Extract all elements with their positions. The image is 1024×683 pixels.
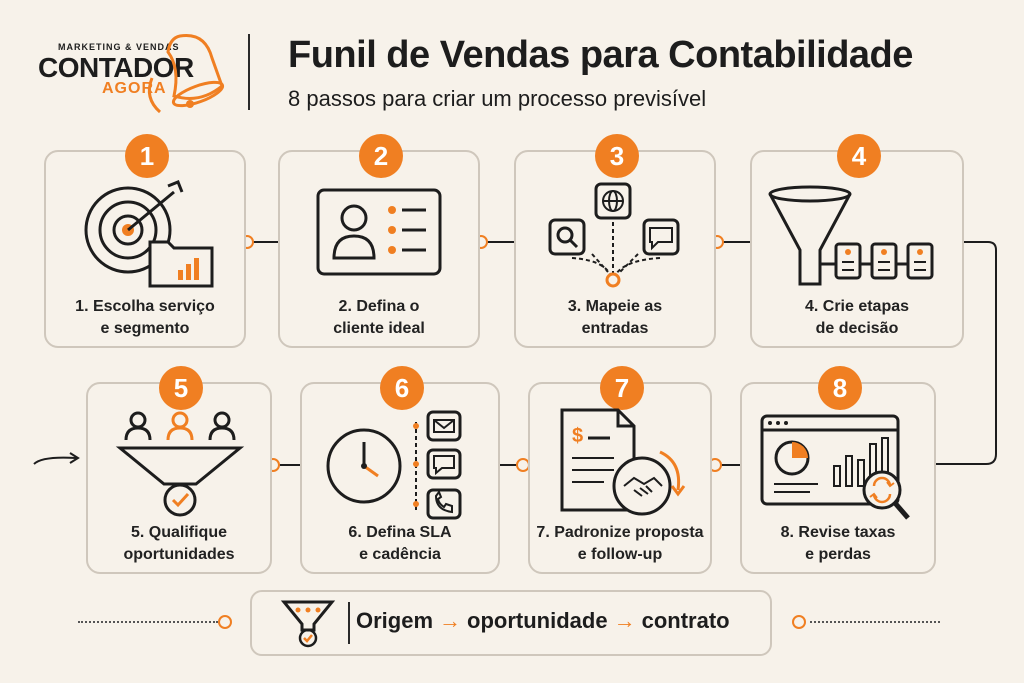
step-card-1: 1 1. Escolha serviço e segmento bbox=[44, 134, 246, 348]
logo-wordmark: CONTADOR bbox=[38, 52, 194, 83]
connector bbox=[716, 241, 750, 243]
flow-opportunity: oportunidade bbox=[467, 608, 608, 633]
step-badge: 2 bbox=[359, 134, 403, 178]
flow-arrow: → bbox=[439, 608, 462, 633]
connector-dot bbox=[792, 615, 806, 629]
summary-flow: Origem→oportunidade→contrato bbox=[356, 608, 730, 634]
proposal-handshake-icon: $ bbox=[560, 408, 686, 516]
step-card-3: 3 3. Mapeie as entradas bbox=[514, 134, 716, 348]
step-card-4: 4 4. Crie etapas de decisão bbox=[750, 134, 964, 348]
summary-box bbox=[250, 590, 772, 656]
connector bbox=[480, 241, 514, 243]
connector bbox=[272, 464, 300, 466]
step-badge: 4 bbox=[837, 134, 881, 178]
dotted-line-right bbox=[810, 621, 940, 623]
connector-dot bbox=[218, 615, 232, 629]
logo-tagline: MARKETING & VENDAS bbox=[58, 42, 180, 52]
dotted-line-left bbox=[78, 621, 218, 623]
step-badge: 8 bbox=[818, 366, 862, 410]
mini-funnel-icon bbox=[280, 600, 336, 648]
profile-card-icon bbox=[316, 188, 442, 276]
step-label: 3. Mapeie as entradas bbox=[567, 298, 663, 337]
connector bbox=[500, 464, 528, 466]
clock-contacts-icon bbox=[326, 410, 462, 520]
step-badge: 3 bbox=[595, 134, 639, 178]
step-label: 4. Crie etapas de decisão bbox=[804, 298, 910, 337]
target-folder-icon bbox=[84, 180, 214, 288]
bell-icon bbox=[147, 33, 225, 114]
flow-arrow: → bbox=[613, 608, 636, 633]
return-connector bbox=[934, 241, 997, 465]
step-badge: 5 bbox=[159, 366, 203, 410]
step-card-5: 5 5. Qualifique oportunidades bbox=[86, 366, 272, 574]
step-label: 1. Escolha serviço e segmento bbox=[75, 298, 215, 337]
step-badge: 1 bbox=[125, 134, 169, 178]
funnel-stages-icon bbox=[768, 185, 934, 286]
step-label: 8. Revise taxas e perdas bbox=[780, 524, 896, 563]
flow-origin: Origem bbox=[356, 608, 434, 633]
step-badge: 6 bbox=[380, 366, 424, 410]
entry-arrow-icon bbox=[33, 452, 80, 465]
step-card-2: 2 2. Defina o cliente ideal bbox=[278, 134, 480, 348]
step-card-6: 6 6. Defina SLA e cadência bbox=[300, 366, 500, 574]
flow-contract: contrato bbox=[641, 608, 730, 633]
svg-text:$: $ bbox=[572, 425, 583, 447]
header-divider bbox=[248, 34, 250, 110]
connector bbox=[246, 241, 278, 243]
dashboard-review-icon bbox=[760, 414, 910, 520]
step-label: 2. Defina o cliente ideal bbox=[333, 298, 425, 337]
step-label: 7. Padronize proposta e follow-up bbox=[536, 524, 704, 563]
funnel-people-icon bbox=[115, 411, 245, 517]
logo: MARKETING & VENDAS CONTADOR AGORA bbox=[0, 0, 240, 120]
channels-icon bbox=[548, 182, 680, 288]
connector bbox=[712, 464, 740, 466]
page-title: Funil de Vendas para Contabilidade bbox=[288, 34, 913, 76]
step-badge: 7 bbox=[600, 366, 644, 410]
summary-divider bbox=[348, 602, 350, 644]
step-label: 6. Defina SLA e cadência bbox=[348, 524, 452, 563]
step-label: 5. Qualifique oportunidades bbox=[123, 524, 235, 563]
step-card-7: 7 $ 7. Padronize proposta e follow-up bbox=[528, 366, 712, 574]
page-subtitle: 8 passos para criar um processo previsív… bbox=[288, 86, 707, 111]
step-card-8: 8 8. Revise taxas e perdas bbox=[740, 366, 936, 574]
